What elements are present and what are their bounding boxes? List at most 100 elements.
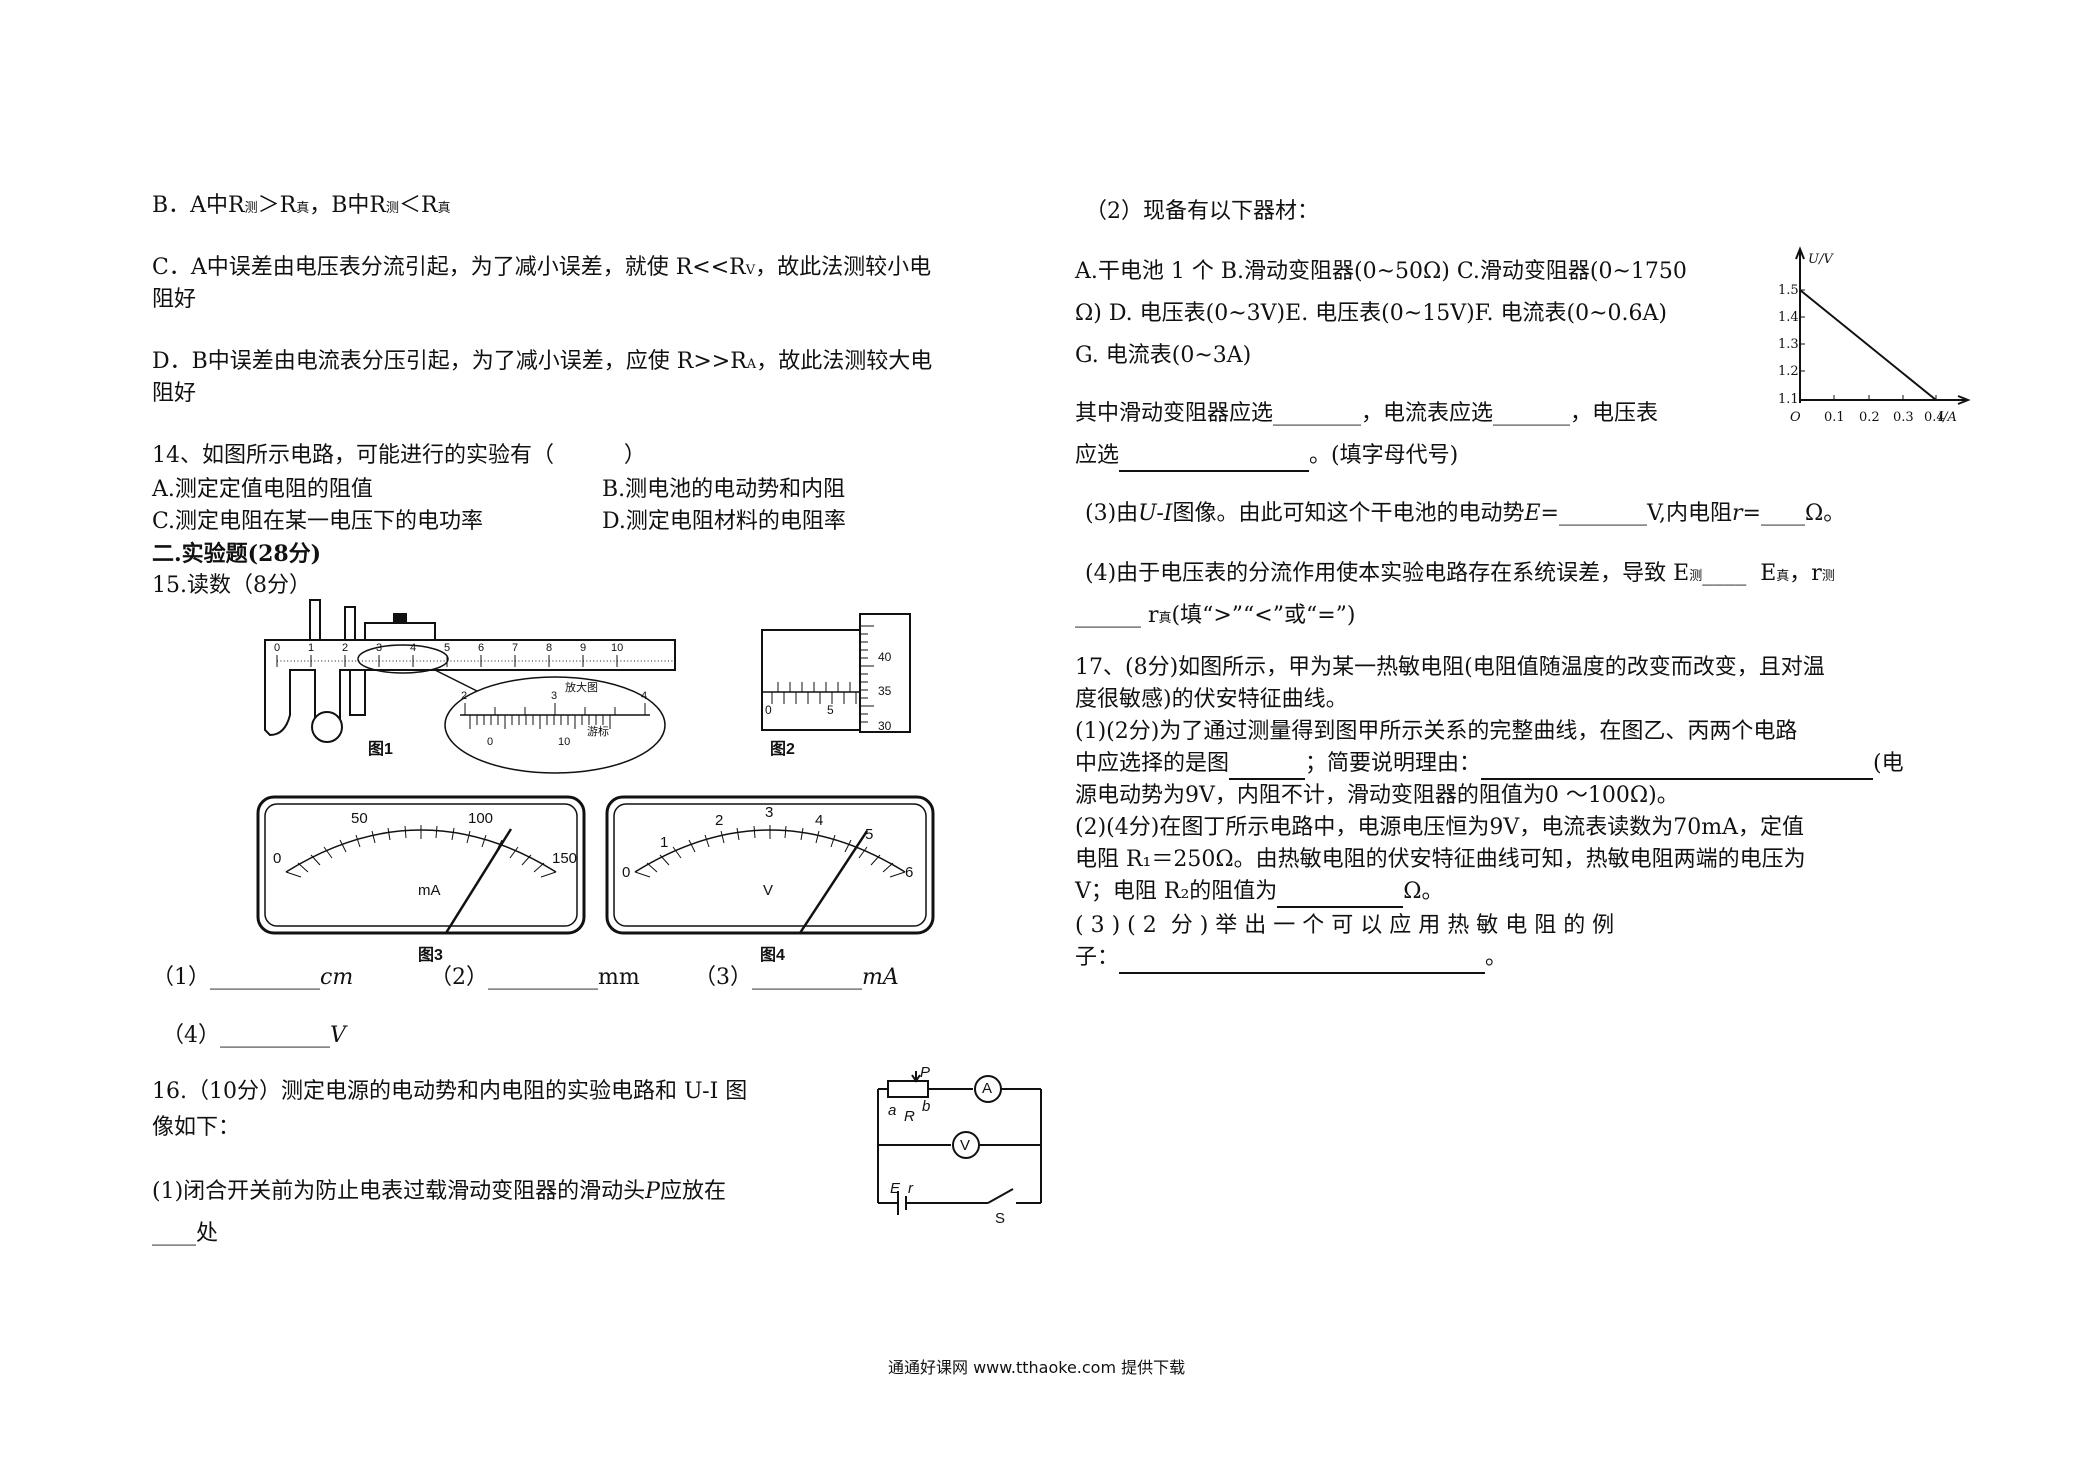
figure-3-caption: 图3	[418, 947, 443, 964]
graph-y-tick: 1.5	[1778, 283, 1799, 298]
ma-scale-label: 100	[468, 810, 493, 827]
q17-line10: 子：。	[1075, 942, 1507, 974]
circuit-label-e: E	[890, 1180, 901, 1197]
q16-stem-line1: 16.（10分）测定电源的电动势和内电阻的实验电路和 U-I 图	[152, 1079, 748, 1104]
magnified-tick-label: 3	[551, 690, 557, 702]
page-footer: 通通好课网 www.tthaoke.com 提供下载	[888, 1358, 1186, 1377]
answer-4: （4）__________V	[162, 1023, 346, 1048]
q14-option-c: C.测定电阻在某一电压下的电功率	[152, 509, 484, 534]
magnified-tick-label: 10	[558, 736, 570, 748]
caliper-tick-label: 8	[546, 642, 552, 654]
q16-part1-blank: ____处	[152, 1221, 219, 1246]
graph-origin-label: O	[1790, 410, 1801, 425]
q13-option-b: B．A中R测＞R真，B中R测＜R真	[152, 193, 451, 218]
graph-y-tick: 1.3	[1778, 337, 1799, 352]
q17-line9: ( 3 ) ( 2 分 ) 举 出 一 个 可 以 应 用 热 敏 电 阻 的 …	[1075, 913, 1615, 938]
graph-y-tick: 1.1	[1778, 392, 1799, 407]
equipment-line2: Ω) D. 电压表(0~3V)E. 电压表(0~15V)F. 电流表(0~0.6…	[1075, 301, 1667, 326]
v-scale-label: 6	[905, 864, 913, 881]
v-scale-label: 4	[815, 812, 823, 829]
selection-line1: 其中滑动变阻器应选________，电流表应选_______，电压表	[1075, 401, 1659, 426]
answer-3: （3）__________mA	[694, 965, 899, 990]
caliper-tick-label: 6	[478, 642, 484, 654]
v-scale-label: 2	[715, 812, 723, 829]
graph-y-tick: 1.2	[1778, 364, 1799, 379]
caliper-tick-label: 0	[274, 642, 280, 654]
q17-line4: 中应选择的是图；简要说明理由：(电	[1075, 748, 1904, 780]
q13-option-c-line1: C．A中误差由电压表分流引起，为了减小误差，就使 R<<RV，故此法测较小电	[152, 255, 932, 280]
q16-part3: (3)由U-I图像。由此可知这个干电池的电动势E=________V,内电阻r=…	[1085, 501, 1846, 526]
q15-stem: 15.读数（8分）	[152, 573, 311, 598]
micrometer-tick-label: 30	[878, 719, 892, 733]
q14-stem: 14、如图所示电路，可能进行的实验有（ ）	[152, 443, 646, 468]
caliper-tick-label: 3	[376, 642, 382, 654]
answer-1: （1）__________cm	[152, 965, 354, 990]
v-scale-label: 0	[622, 864, 630, 881]
magnified-caption: 放大图	[565, 680, 598, 694]
selection-line2: 应选。(填字母代号)	[1075, 440, 1458, 472]
q14-option-a: A.测定定值电阻的阻值	[152, 477, 373, 502]
v-unit-label: V	[763, 882, 773, 899]
magnified-tick-label: 0	[487, 736, 493, 748]
micrometer-tick-label: 35	[878, 684, 892, 698]
graph-y-tick: 1.4	[1778, 310, 1799, 325]
graph-x-axis-label: I/A	[1937, 410, 1957, 425]
caliper-tick-label: 4	[410, 642, 416, 654]
micrometer-figure: 40 35 30 0 5	[761, 613, 911, 733]
circuit-diagram: P a b R E r A V S	[877, 1064, 1042, 1227]
q16-part2-stem: （2）现备有以下器材：	[1085, 199, 1319, 224]
caliper-tick-label: 5	[444, 642, 450, 654]
v-scale-label: 1	[660, 834, 668, 851]
caliper-tick-label: 7	[512, 642, 518, 654]
caliper-tick-label: 2	[342, 642, 348, 654]
circuit-label-p: P	[920, 1064, 930, 1081]
q14-option-b: B.测电池的电动势和内阻	[602, 477, 846, 502]
magnified-tick-label: 2	[461, 690, 467, 702]
q16-part4-line1: (4)由于电压表的分流作用使本实验电路存在系统误差，导致 E测____ E真，r…	[1085, 561, 1835, 586]
section-heading: 二.实验题(28分)	[152, 541, 322, 567]
vernier-caption: 游标	[587, 724, 609, 738]
q16-part1: (1)闭合开关前为防止电表过载滑动变阻器的滑动头P应放在	[152, 1179, 726, 1204]
graph-x-tick: 0.3	[1893, 410, 1914, 425]
caliper-tick-label: 1	[308, 642, 314, 654]
voltmeter-figure: 0 1 2 3 4 5 6 V	[605, 795, 935, 935]
circuit-label-b: b	[922, 1098, 930, 1115]
q14-option-d: D.测定电阻材料的电阻率	[602, 509, 846, 534]
voltmeter-label: V	[960, 1137, 970, 1154]
micrometer-tick-label: 5	[827, 703, 834, 717]
circuit-label-r: R	[904, 1108, 915, 1125]
q17-line5: 源电动势为9V，内阻不计，滑动变阻器的阻值为0 ～100Ω)。	[1075, 783, 1679, 808]
q16-stem-line2: 像如下：	[152, 1115, 241, 1140]
switch-label: S	[995, 1210, 1005, 1227]
ammeter-label: A	[982, 1080, 992, 1097]
milliammeter-figure: 0 50 100 150 mA	[256, 795, 586, 935]
equipment-line3: G. 电流表(0~3A)	[1075, 343, 1252, 368]
ma-scale-label: 150	[552, 850, 577, 867]
circuit-label-a: a	[888, 1102, 896, 1119]
magnified-tick-label: 4	[641, 690, 647, 702]
ma-scale-label: 50	[351, 810, 368, 827]
q17-line1: 17、(8分)如图所示，甲为某一热敏电阻(电阻值随温度的改变而改变，且对温	[1075, 655, 1825, 680]
graph-x-tick: 0.4	[1924, 410, 1945, 425]
graph-x-tick: 0.1	[1824, 410, 1845, 425]
graph-y-axis-label: U/V	[1808, 252, 1834, 267]
q17-line7: 电阻 R₁＝250Ω。由热敏电阻的伏安特征曲线可知，热敏电阻两端的电压为	[1075, 847, 1806, 872]
equipment-line1: A.干电池 1 个 B.滑动变阻器(0~50Ω) C.滑动变阻器(0~1750	[1075, 259, 1687, 284]
q13-option-d-line2: 阻好	[152, 381, 197, 406]
vernier-caliper-figure: 0 1 2 3 4 5 6 7 8 9 10 2 3 4 0 10 放大图 游标	[264, 599, 676, 774]
graph-x-tick: 0.2	[1859, 410, 1880, 425]
caliper-tick-label: 10	[611, 642, 623, 654]
caliper-tick-label: 9	[580, 642, 586, 654]
answer-2: （2）__________mm	[430, 965, 640, 990]
q17-line2: 度很敏感)的伏安特征曲线。	[1075, 687, 1348, 712]
v-scale-label: 3	[765, 804, 773, 821]
micrometer-tick-label: 0	[765, 703, 772, 717]
q17-line3: (1)(2分)为了通过测量得到图甲所示关系的完整曲线，在图乙、丙两个电路	[1075, 719, 1798, 744]
figure-1-caption: 图1	[368, 741, 393, 758]
q17-line6: (2)(4分)在图丁所示电路中，电源电压恒为9V，电流表读数为70mA，定值	[1075, 815, 1804, 840]
u-i-graph: U/V I/A O 1.5 1.4 1.3 1.2 1.1 0.1 0.2 0.…	[1778, 246, 1971, 425]
micrometer-tick-label: 40	[878, 650, 892, 664]
q16-part4-line2: ______ r真(填“>”“<”或“=”)	[1075, 603, 1356, 628]
q13-option-c-line2: 阻好	[152, 287, 197, 312]
